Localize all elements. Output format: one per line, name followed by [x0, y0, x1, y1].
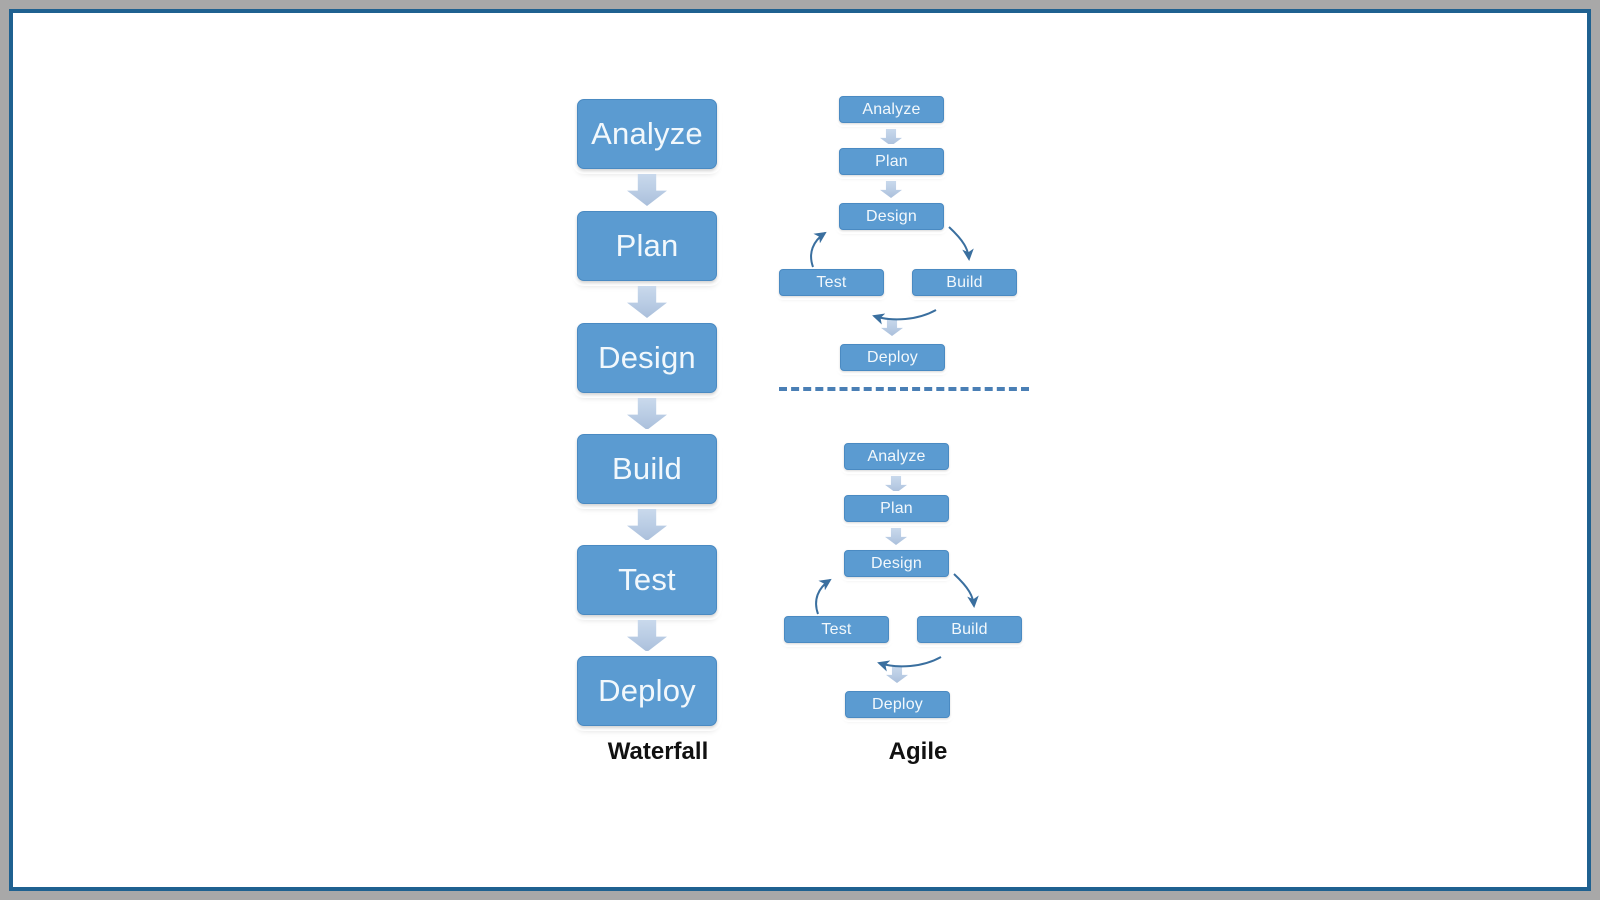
waterfall-node-analyze-label: Analyze: [591, 116, 703, 151]
waterfall-node-test-label: Test: [618, 562, 676, 597]
agile2-arrow-to-deploy: [886, 666, 908, 683]
agile-iteration-divider: [779, 387, 1029, 391]
waterfall-caption: Waterfall: [607, 738, 709, 765]
agile1-node-build[interactable]: Build: [912, 269, 1017, 296]
waterfall-node-build-label: Build: [612, 451, 682, 486]
agile-loop-arrows: [810, 226, 979, 672]
waterfall-arrow-design-build: [627, 398, 667, 430]
agile1-node-deploy[interactable]: Deploy: [840, 344, 945, 371]
waterfall-arrow-plan-design: [627, 286, 667, 318]
agile2-curve-test-to-design: [815, 578, 832, 615]
agile1-node-analyze-label: Analyze: [862, 100, 921, 118]
agile1-arrow-analyze-plan: [880, 129, 902, 146]
waterfall-node-plan[interactable]: Plan: [577, 211, 717, 281]
waterfall-node-deploy[interactable]: Deploy: [577, 656, 717, 726]
agile2-node-build-label: Build: [951, 620, 988, 638]
waterfall-node-design-label: Design: [598, 340, 696, 375]
slide-canvas: Analyze Plan Design Build Test Deploy: [9, 9, 1591, 891]
waterfall-node-analyze[interactable]: Analyze: [577, 99, 717, 169]
agile2-node-analyze-label: Analyze: [867, 447, 926, 465]
waterfall-node-plan-label: Plan: [615, 228, 679, 263]
agile2-curve-design-to-build: [953, 573, 979, 608]
agile1-curve-build-to-test: [872, 309, 937, 325]
agile2-node-design[interactable]: Design: [844, 550, 949, 577]
agile2-node-test-label: Test: [821, 620, 852, 638]
agile2-node-design-label: Design: [870, 554, 922, 572]
agile2-node-plan[interactable]: Plan: [844, 495, 949, 522]
waterfall-node-build[interactable]: Build: [577, 434, 717, 504]
agile1-node-plan[interactable]: Plan: [839, 148, 944, 175]
waterfall-arrow-test-deploy: [627, 620, 667, 652]
agile1-node-test-label: Test: [816, 273, 847, 291]
agile2-arrow-analyze-plan: [885, 476, 907, 493]
agile2-node-test[interactable]: Test: [784, 616, 889, 643]
agile2-node-analyze[interactable]: Analyze: [844, 443, 949, 470]
agile1-node-test[interactable]: Test: [779, 269, 884, 296]
agile1-curve-test-to-design: [810, 231, 827, 268]
waterfall-node-design[interactable]: Design: [577, 323, 717, 393]
agile2-node-build[interactable]: Build: [917, 616, 1022, 643]
agile1-node-design[interactable]: Design: [839, 203, 944, 230]
waterfall-node-deploy-label: Deploy: [598, 673, 696, 708]
agile1-node-analyze[interactable]: Analyze: [839, 96, 944, 123]
waterfall-node-test[interactable]: Test: [577, 545, 717, 615]
agile2-curve-build-to-test: [877, 656, 942, 672]
agile1-curve-design-to-build: [948, 226, 974, 261]
waterfall-arrow-build-test: [627, 509, 667, 541]
agile2-node-deploy-label: Deploy: [871, 695, 923, 713]
agile1-node-design-label: Design: [865, 207, 917, 225]
agile1-node-plan-label: Plan: [875, 152, 908, 170]
agile1-node-build-label: Build: [946, 273, 983, 291]
agile2-node-deploy[interactable]: Deploy: [845, 691, 950, 718]
agile2-arrow-plan-design: [885, 528, 907, 545]
agile1-arrow-plan-design: [880, 181, 902, 198]
waterfall-arrow-analyze-plan: [627, 174, 667, 206]
agile1-node-deploy-label: Deploy: [866, 348, 918, 366]
agile2-node-plan-label: Plan: [880, 499, 913, 517]
agile1-arrow-to-deploy: [881, 319, 903, 336]
agile-caption: Agile: [888, 738, 948, 765]
